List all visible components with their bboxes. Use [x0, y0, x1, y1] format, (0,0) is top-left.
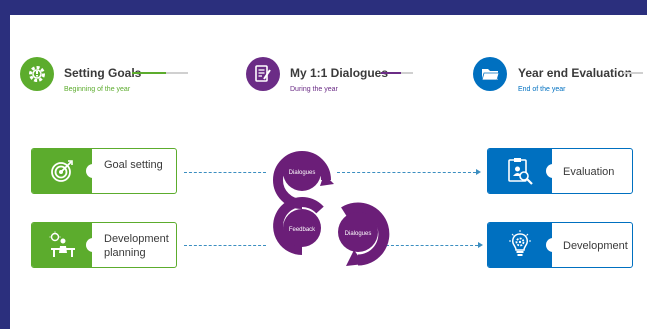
cycle-ring-left [273, 197, 324, 255]
phase-title: My 1:1 Dialogues [290, 66, 389, 80]
box-notch [546, 238, 560, 252]
target-icon [32, 149, 92, 193]
clipboard-magnifier-icon [488, 149, 552, 193]
cycle-label-top: Dialogues [289, 170, 316, 176]
top-frame-bar [0, 0, 647, 15]
phase-progress-line [381, 72, 413, 74]
arrowhead-development [478, 242, 483, 248]
presenter-idea-icon [32, 223, 92, 267]
box-notch [546, 164, 560, 178]
connector-planning-to-cycle [184, 245, 266, 246]
phase-subtitle: During the year [290, 86, 338, 93]
folder-icon [473, 57, 507, 91]
goal-setting-box: Goal setting [31, 148, 177, 194]
phase-title: Setting Goals [64, 66, 142, 80]
box-label: Development [104, 233, 169, 245]
notes-icon [246, 57, 280, 91]
phase-subtitle: End of the year [518, 86, 566, 93]
box-label: Evaluation [563, 166, 615, 178]
gear-icon [20, 57, 54, 91]
bulb-gear-icon [488, 223, 552, 267]
phase-setting-goals: Setting Goals Beginning of the year [20, 57, 200, 93]
cycle-label-right: Dialogues [345, 231, 372, 237]
evaluation-box: Evaluation [487, 148, 633, 194]
cycle-ring-right [338, 202, 390, 266]
arrowhead-evaluation [476, 169, 481, 175]
left-frame-bar [0, 0, 10, 329]
connector-goal-to-cycle [184, 172, 266, 173]
phase-subtitle: Beginning of the year [64, 86, 131, 93]
box-label: Goal setting [104, 159, 163, 171]
phase-progress-line [132, 72, 188, 74]
phase-title: Year end Evaluation [518, 66, 633, 80]
box-notch [86, 238, 100, 252]
box-notch [86, 164, 100, 178]
phase-year-end-evaluation: Year end Evaluation End of the year [473, 57, 647, 93]
phase-my-dialogues: My 1:1 Dialogues During the year [246, 57, 446, 93]
development-box: Development [487, 222, 633, 268]
development-planning-box: Development planning [31, 222, 177, 268]
cycle-label-left: Feedback [289, 227, 316, 233]
box-label-line2: planning [104, 247, 146, 259]
connector-cycle-to-evaluation [337, 172, 476, 173]
cycle-ring-top [273, 151, 334, 209]
phase-progress-line [623, 72, 643, 74]
dialogue-cycle-diagram: Dialogues Feedback Dialogues [273, 151, 390, 266]
connector-cycle-to-development [386, 245, 478, 246]
box-label: Development [563, 240, 628, 252]
